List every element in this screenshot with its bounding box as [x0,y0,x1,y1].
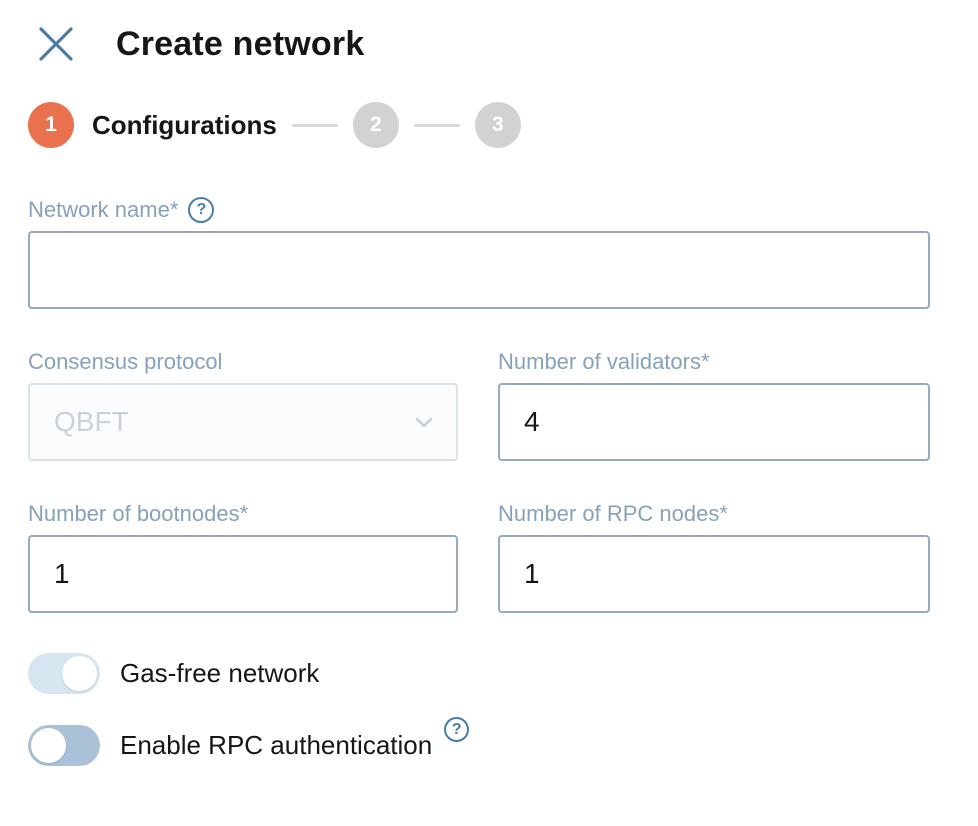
network-name-field: Network name* ? [28,196,930,309]
chevron-down-icon [410,408,438,436]
rpc-nodes-label: Number of RPC nodes* [498,501,728,526]
form-row-2: Number of bootnodes* Number of RPC nodes… [28,500,930,613]
gas-free-toggle[interactable] [28,653,100,694]
consensus-protocol-field: Consensus protocol QBFT [28,348,458,461]
gas-free-label: Gas-free network [120,658,320,688]
bootnodes-label: Number of bootnodes* [28,501,249,526]
consensus-protocol-label: Consensus protocol [28,349,223,374]
help-icon[interactable]: ? [188,197,215,223]
form-row-1: Consensus protocol QBFT Number of valida… [28,348,930,461]
validators-input[interactable] [498,383,930,461]
rpc-auth-label: Enable RPC authentication [120,730,433,760]
rpc-auth-toggle[interactable] [28,725,100,766]
toggle-knob [31,728,66,763]
stepper-step-1: 1 [28,102,74,148]
stepper-connector [413,123,460,127]
toggle-knob [62,656,97,691]
stepper-connector [291,123,338,127]
consensus-protocol-value: QBFT [54,406,129,437]
stepper: 1 Configurations 2 3 [28,102,930,148]
stepper-step-2: 2 [352,102,399,148]
bootnodes-field: Number of bootnodes* [28,500,458,613]
help-icon[interactable]: ? [444,717,470,742]
page-title: Create network [116,24,365,63]
gas-free-row: Gas-free network [28,653,930,694]
stepper-step-3: 3 [474,102,521,148]
validators-field: Number of validators* [498,348,930,461]
bootnodes-input[interactable] [28,535,458,613]
dialog-header: Create network [28,24,930,64]
network-name-input[interactable] [28,231,930,309]
consensus-protocol-select: QBFT [28,383,458,461]
validators-label: Number of validators* [498,349,710,374]
network-name-label: Network name* [28,197,179,222]
rpc-auth-row: Enable RPC authentication ? [28,717,930,766]
stepper-step-1-label: Configurations [92,109,277,140]
rpc-nodes-input[interactable] [498,535,930,613]
close-icon[interactable] [36,24,76,64]
rpc-nodes-field: Number of RPC nodes* [498,500,930,613]
